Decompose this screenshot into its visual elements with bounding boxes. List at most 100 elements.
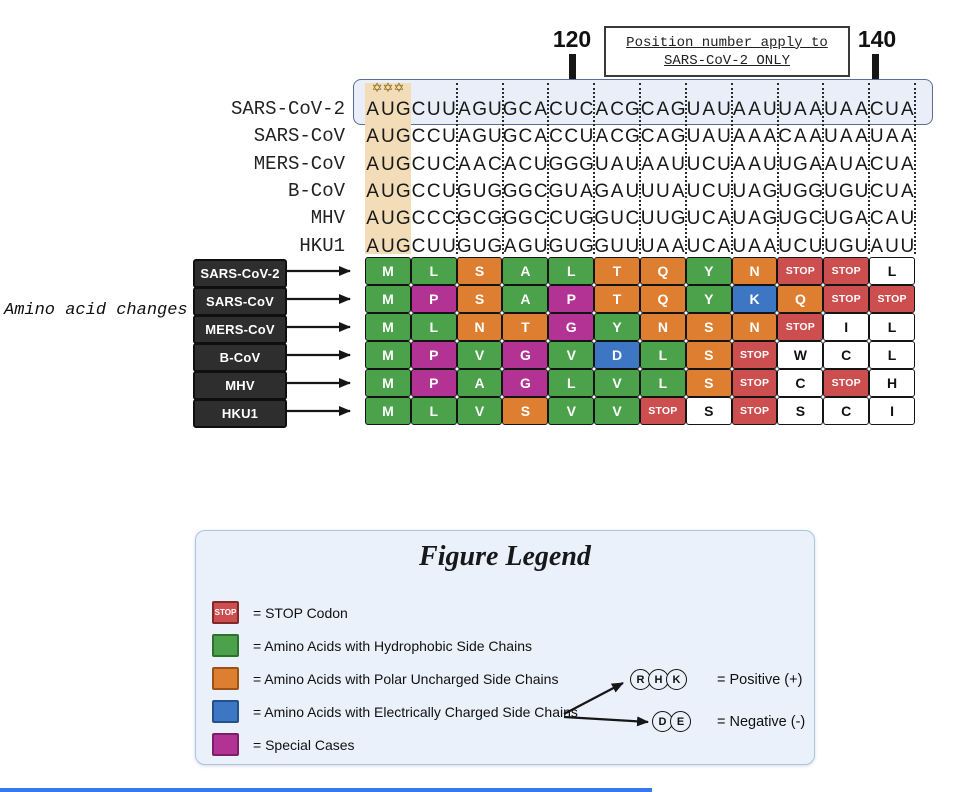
position-note-box: Position number apply to SARS-CoV-2 ONLY [604,26,850,77]
legend-swatch-blue [212,700,239,723]
start-codon-highlight [365,83,411,254]
legend-item-orange: = Amino Acids with Polar Uncharged Side … [212,667,558,690]
rna-base: G [487,235,503,257]
rna-base: A [839,99,853,120]
rna-base: U [732,235,747,257]
rna-base: U [778,180,792,202]
aa-cell: G [502,341,549,369]
rna-base: A [900,180,914,202]
rna-base: A [748,208,761,230]
rna-base: U [900,235,915,257]
rna-label-MERS-CoV: MERS-CoV [253,152,345,175]
rna-base: U [717,126,731,148]
legend-label: = Amino Acids with Polar Uncharged Side … [253,670,559,687]
rna-base: U [381,126,395,148]
aa-cell: P [410,341,457,369]
rna-base: C [869,208,884,230]
aa-cell: L [639,341,686,369]
virus-box-SARS-CoV: SARS-CoV [193,286,287,316]
rna-base: U [442,126,456,148]
rna-base: A [366,153,379,175]
rna-base: G [502,99,518,120]
aa-cell: Q [777,285,824,313]
rna-base: G [548,153,564,175]
legend-item-stop: STOP= STOP Codon [212,601,348,624]
rna-base: U [381,235,395,257]
rna-base: A [855,208,868,230]
rna-base: C [518,153,533,175]
rna-base: U [717,180,731,202]
rna-base: C [411,235,426,257]
aa-cell: STOP [869,285,915,313]
rna-base: G [502,126,518,148]
aa-cell: P [548,285,595,313]
rna-base: G [395,180,411,202]
rna-base: G [456,235,472,257]
rna-base: C [472,208,487,230]
rna-base: A [855,153,868,175]
rna-base: U [762,99,777,120]
rna-base: U [717,153,731,175]
figure-legend-box: Figure Legend STOP= STOP Codon= Amino Ac… [195,530,815,765]
rna-base: U [686,153,701,175]
rna-base: A [641,153,654,175]
rna-base: A [748,235,761,257]
rna-base: A [748,180,761,202]
rna-base: A [534,126,548,148]
aa-cell: S [456,285,503,313]
rna-base: A [900,126,914,148]
legend-item-blue: = Amino Acids with Electrically Charged … [212,700,578,723]
rna-base: G [838,235,854,257]
rna-base: U [839,153,854,175]
rna-base: U [442,99,456,120]
codon-boundary-line [684,83,687,254]
codon-boundary-line [776,83,779,254]
rna-base: U [732,180,747,202]
rna-base: A [748,99,761,120]
aa-cell: Q [639,257,686,285]
rna-base: C [869,99,884,120]
aa-cell: S [777,397,824,425]
rna-base: A [457,153,471,175]
rna-base: G [670,208,686,230]
rna-base: C [411,180,426,202]
rna-base: U [625,235,640,257]
rna-base: U [381,99,395,120]
rna-base: A [748,126,761,148]
codon-boundary-line [914,83,916,254]
rna-base: A [610,180,624,202]
rna-base: C [426,180,441,202]
rna-base: C [411,99,426,120]
rna-base: A [656,99,670,120]
aa-cell: L [548,257,595,285]
aa-cell: M [365,313,411,341]
rna-base: U [533,235,548,257]
rna-base: C [442,208,456,230]
rna-base: A [885,208,899,230]
position-label-120: 120 [552,26,592,52]
rna-label-B-CoV: B-CoV [287,179,345,202]
aa-cell: V [548,341,595,369]
